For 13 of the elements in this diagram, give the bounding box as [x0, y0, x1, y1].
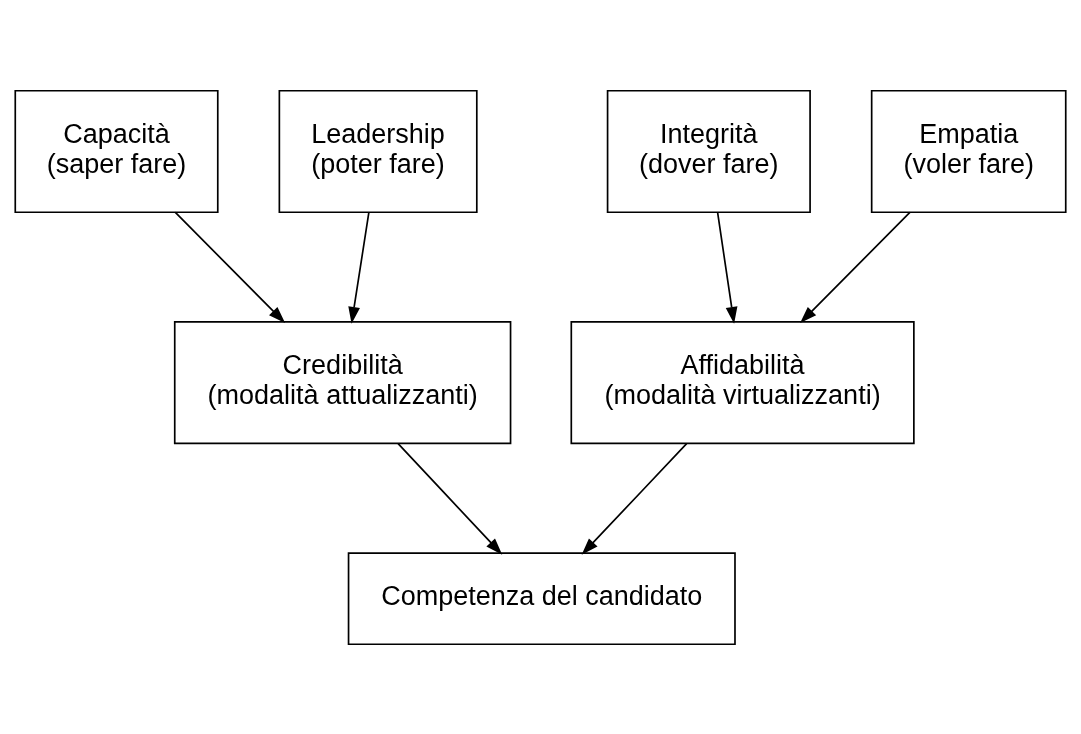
arrow [174, 211, 286, 323]
node-box: Capacità (saper fare) [14, 89, 219, 213]
arrow [581, 442, 688, 555]
arrow [348, 211, 370, 324]
node-box: Competenza del candidato [347, 551, 736, 645]
node-box: Empatia (voler fare) [870, 89, 1067, 213]
node-box: Integrità (dover fare) [606, 89, 811, 213]
arrow [397, 442, 503, 555]
node-box: Affidabilità (modalità virtualizzanti) [570, 320, 915, 444]
arrow [800, 211, 911, 323]
node-box: Credibilità (modalità attualizzanti) [173, 320, 512, 444]
node-box: Leadership (poter fare) [278, 89, 478, 213]
arrow [716, 211, 738, 324]
